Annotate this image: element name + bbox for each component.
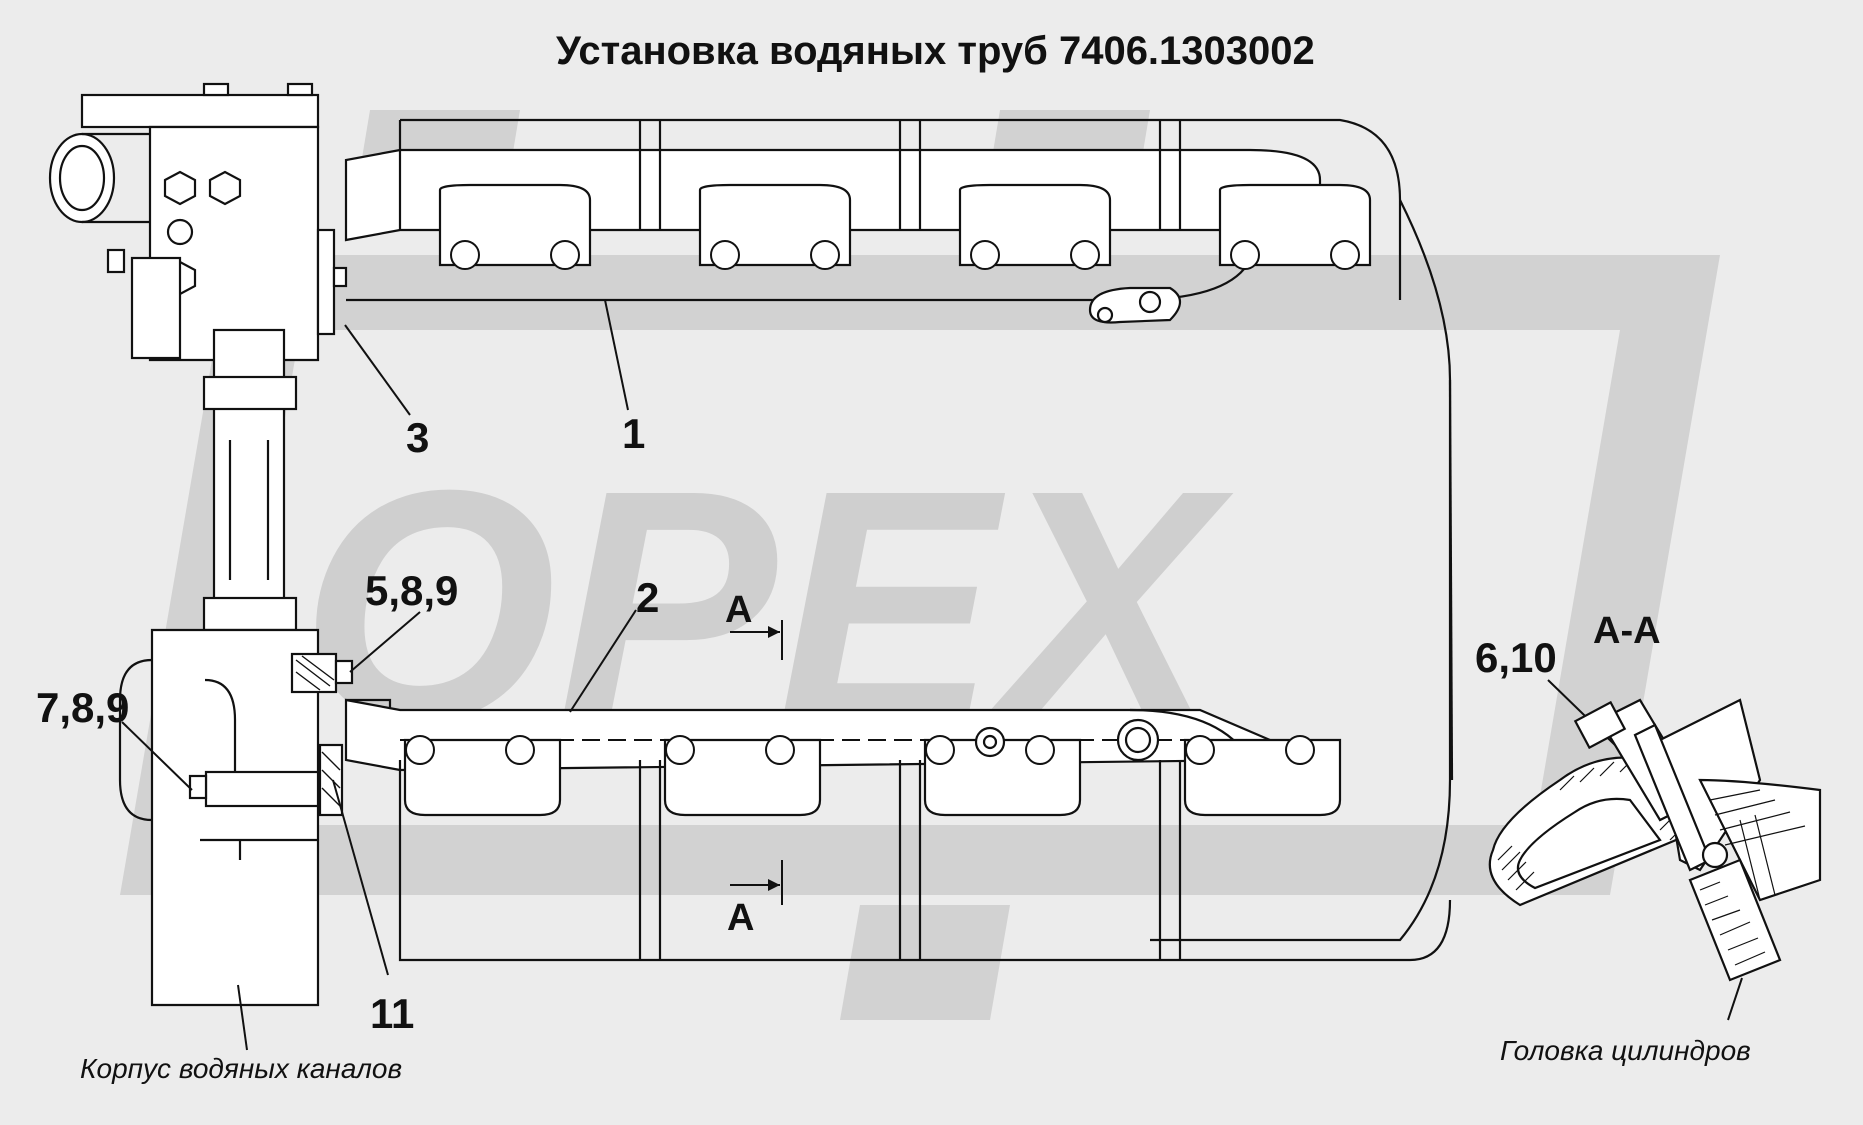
callout-3-label: 3 bbox=[406, 414, 429, 461]
callout-2: 2 bbox=[569, 574, 659, 713]
section-marker-top: А bbox=[725, 589, 783, 660]
callout-3: 3 bbox=[344, 324, 429, 461]
callout-11-label: 11 bbox=[370, 990, 414, 1037]
callout-789-label: 7,8,9 bbox=[36, 684, 129, 731]
upper-bolt-groups bbox=[438, 183, 1372, 324]
caption-water-channel-housing: Корпус водяных каналов bbox=[80, 1053, 402, 1084]
callout-1-label: 1 bbox=[622, 410, 645, 457]
callout-11: 11 bbox=[332, 779, 414, 1037]
caption-cylinder-head: Головка цилиндров bbox=[1500, 1035, 1751, 1066]
section-marker-bottom-label: А bbox=[727, 897, 754, 939]
callout-610-label: 6,10 bbox=[1475, 634, 1557, 681]
engine-block-outline bbox=[1150, 199, 1454, 942]
front-housing bbox=[48, 82, 392, 1007]
lower-bolt-groups bbox=[403, 726, 1342, 817]
section-aa-detail: А-А 6,10 bbox=[1475, 610, 1822, 1021]
housing-leader bbox=[237, 984, 248, 1051]
callout-589-label: 5,8,9 bbox=[365, 567, 458, 614]
section-marker-bottom: А bbox=[727, 860, 783, 939]
callout-1: 1 bbox=[604, 299, 645, 457]
callout-589: 5,8,9 bbox=[349, 567, 458, 673]
callout-2-label: 2 bbox=[636, 574, 659, 621]
section-aa-title: А-А bbox=[1593, 610, 1661, 652]
callout-789: 7,8,9 bbox=[36, 684, 193, 791]
section-marker-top-label: А bbox=[725, 589, 752, 631]
diagram-title: Установка водяных труб 7406.1303002 bbox=[556, 29, 1315, 73]
